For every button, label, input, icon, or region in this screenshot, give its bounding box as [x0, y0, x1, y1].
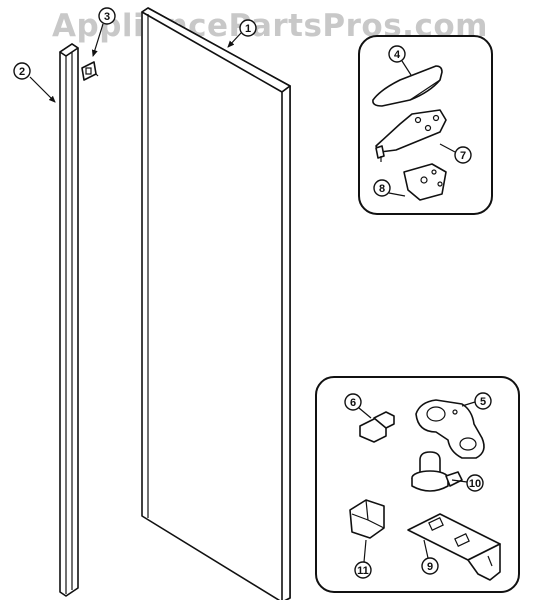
callout-3-label: 3 — [104, 11, 110, 23]
callout-6-label: 6 — [350, 397, 356, 409]
callout-7-leader — [439, 143, 456, 153]
callout-6: 6 — [344, 393, 372, 419]
callout-4-leader — [401, 60, 412, 76]
callout-11-label: 11 — [357, 565, 369, 577]
callout-11-leader — [363, 539, 367, 563]
callout-3-leader — [91, 23, 104, 57]
bracket-part — [359, 411, 395, 443]
callout-9-label: 9 — [427, 561, 433, 573]
callout-2-label: 2 — [19, 66, 25, 78]
callout-4: 4 — [388, 45, 412, 76]
callout-5-leader — [461, 401, 476, 407]
callout-7-label: 7 — [460, 150, 466, 162]
callout-7: 7 — [439, 143, 472, 164]
callout-10: 10 — [451, 474, 484, 492]
callout-6-leader — [358, 407, 372, 419]
callout-4-label: 4 — [394, 49, 401, 61]
callout-11: 11 — [354, 539, 372, 579]
hinge-arm-part — [415, 399, 485, 459]
small-clip-part — [81, 61, 99, 81]
hinge-cam-part — [411, 451, 463, 492]
callout-10-label: 10 — [469, 478, 481, 490]
callout-10-leader — [451, 479, 468, 483]
door-panel-part — [141, 7, 291, 600]
seal-strip-part — [59, 43, 79, 597]
callout-8-label: 8 — [379, 183, 385, 195]
callout-1: 1 — [227, 19, 257, 48]
callout-2: 2 — [13, 62, 56, 103]
callout-2-leader — [29, 76, 56, 103]
hinge-shim-part — [403, 163, 447, 201]
callout-1-label: 1 — [245, 23, 251, 35]
callout-9-leader — [423, 539, 429, 559]
hinge-cover-part — [372, 65, 443, 107]
callout-5: 5 — [461, 392, 492, 410]
callout-1-leader — [227, 32, 242, 48]
hinge-pin-part — [375, 109, 447, 162]
callout-8: 8 — [373, 179, 406, 197]
callout-8-leader — [388, 192, 406, 197]
callout-3: 3 — [91, 7, 116, 57]
callout-5-label: 5 — [480, 396, 486, 408]
hinge-cover-block-part — [349, 499, 385, 539]
callout-9: 9 — [421, 539, 439, 575]
hinge-plate-part — [407, 513, 501, 581]
